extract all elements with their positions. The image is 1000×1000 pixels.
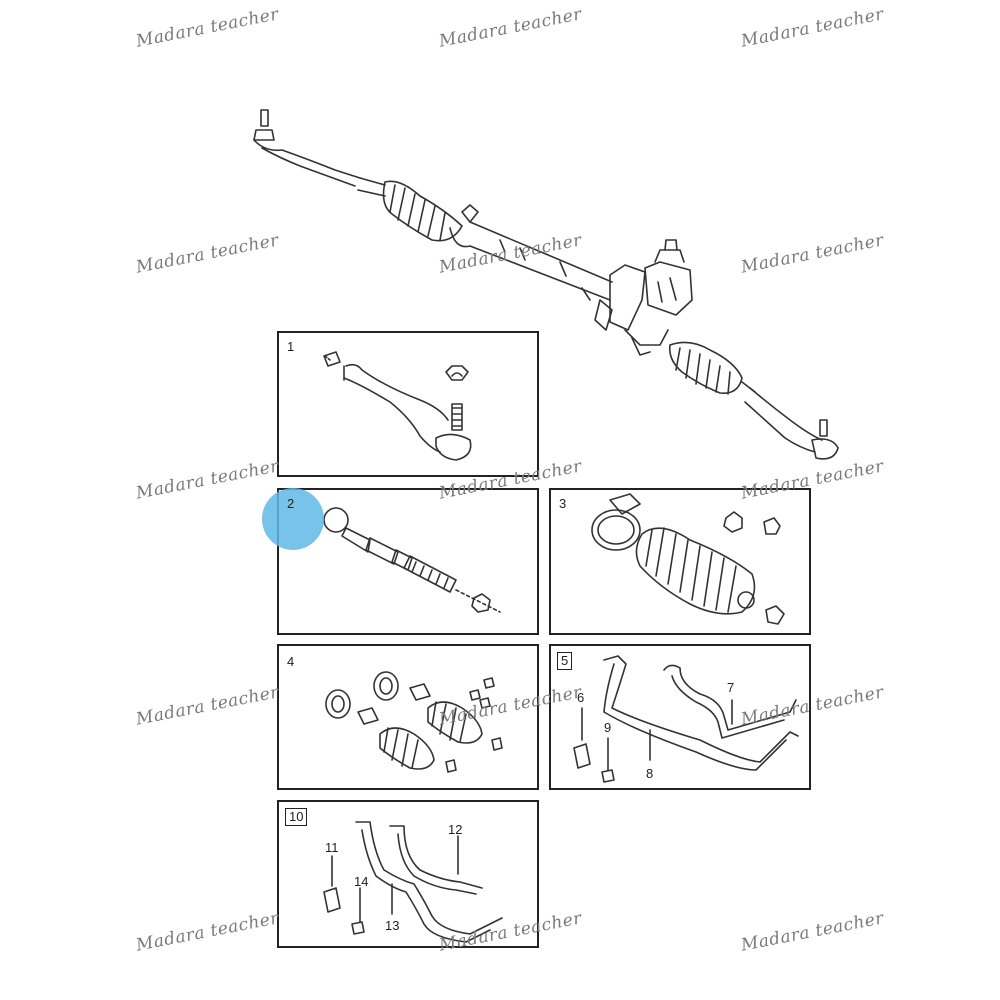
left-boot (357, 177, 463, 242)
rack-tube (449, 204, 613, 301)
part-1-tie-rod-end (323, 351, 472, 461)
panel-number-4: 4 (287, 654, 295, 669)
callout-13: 13 (385, 918, 400, 933)
part-5-pressure-lines (573, 655, 799, 783)
panel-number-1: 1 (287, 339, 295, 354)
panel-1-tie-rod-end[interactable]: 1 (277, 331, 539, 477)
callout-14: 14 (354, 874, 369, 889)
callout-7: 7 (727, 680, 735, 695)
part-3-boot-kit (591, 493, 785, 625)
part-2-inner-tie-rod (323, 507, 501, 613)
callout-9: 9 (604, 720, 612, 735)
callout-8: 8 (646, 766, 654, 781)
part-4-boot-set (325, 671, 503, 773)
panel-5-pressure-lines[interactable]: 5 (549, 644, 811, 790)
panel-number-3: 3 (559, 496, 567, 511)
panel-10-return-lines[interactable]: 10 (277, 800, 539, 948)
panel-4-boot-set[interactable]: 4 (277, 644, 539, 790)
panel-number-5: 5 (557, 652, 573, 670)
panel-number-2: 2 (287, 496, 295, 511)
part-10-return-lines (323, 821, 503, 943)
callout-11: 11 (325, 840, 339, 855)
right-tie-rod-end (744, 387, 839, 460)
left-tie-rod-end (253, 109, 361, 187)
right-boot (668, 341, 756, 395)
selection-highlight-circle (262, 488, 324, 550)
panel-2-inner-tie-rod[interactable]: 2 (277, 488, 539, 635)
panel-3-boot-kit[interactable]: 3 (549, 488, 811, 635)
panel-number-10: 10 (285, 808, 308, 826)
callout-6: 6 (577, 690, 585, 705)
valve-housing (594, 239, 693, 356)
callout-12: 12 (448, 822, 463, 837)
